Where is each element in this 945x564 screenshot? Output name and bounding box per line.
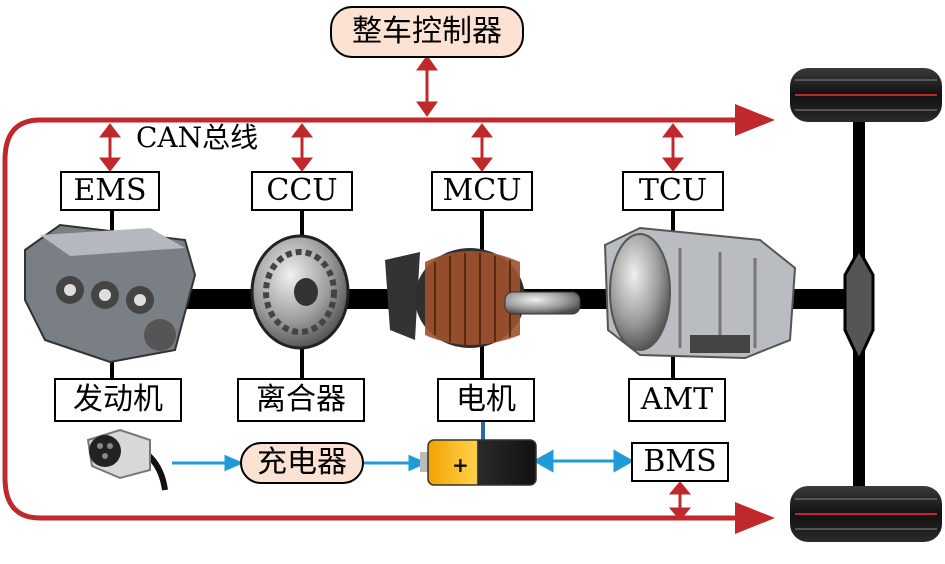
- clutch-icon: [250, 234, 350, 350]
- wheel-icon: [790, 68, 942, 122]
- can-connectors: [98, 55, 692, 521]
- amt-label: AMT: [628, 378, 726, 422]
- differential-icon: [843, 246, 875, 364]
- bms-label: BMS: [631, 442, 729, 482]
- battery-plus-sign: +: [452, 453, 469, 477]
- ems-label: EMS: [60, 171, 160, 211]
- ccu-can-connector: [290, 123, 314, 172]
- charger-label: 充电器: [240, 442, 364, 484]
- clutch-label: 离合器: [237, 378, 365, 422]
- charging-plug-icon: [86, 428, 168, 491]
- power-flow-arrows: [172, 449, 635, 473]
- engine-icon: [24, 223, 197, 364]
- tcu-can-connector: [661, 123, 685, 172]
- battery-icon: +: [420, 439, 537, 486]
- ccu-label: CCU: [251, 171, 353, 211]
- can-bus-arrow-bottom: [735, 502, 775, 534]
- wheel-icon: [790, 486, 942, 542]
- vehicle-controller-label: 整车控制器: [330, 6, 524, 58]
- motor-label: 电机: [437, 378, 535, 422]
- motor-icon: [385, 248, 581, 348]
- engine-label: 发动机: [54, 378, 182, 422]
- bms-can-connector: [668, 481, 692, 521]
- can-bus-label: CAN总线: [136, 121, 259, 154]
- can-bus-arrow-top: [735, 104, 775, 136]
- tcu-label: TCU: [622, 171, 724, 211]
- controller-can-connector: [416, 55, 438, 117]
- can-bus-line: [2, 104, 775, 534]
- ems-can-connector: [98, 123, 122, 172]
- mcu-label: MCU: [431, 171, 533, 211]
- mcu-can-connector: [470, 123, 494, 172]
- transmission-icon: [603, 226, 797, 360]
